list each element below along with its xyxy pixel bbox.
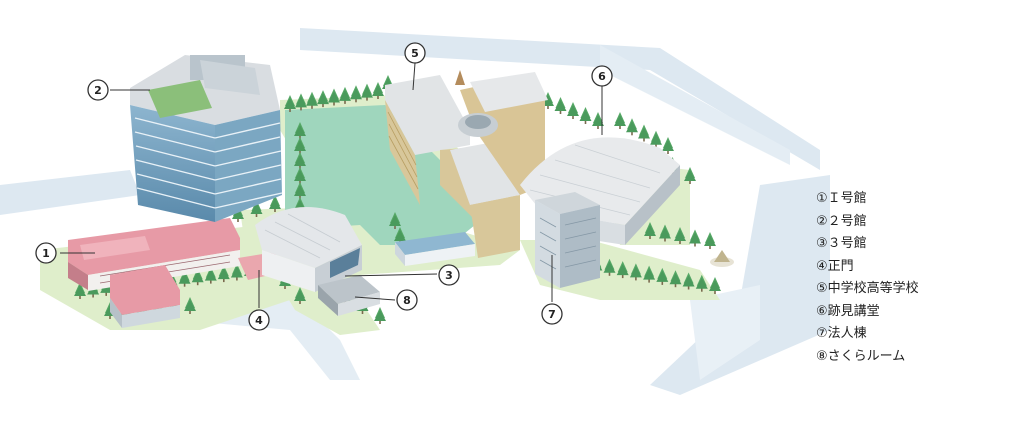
- marker-label: 8: [403, 294, 411, 307]
- marker-1[interactable]: 1: [35, 242, 57, 264]
- plaza-ornament: [710, 250, 734, 267]
- marker-5[interactable]: 5: [404, 42, 426, 64]
- tree: [567, 102, 579, 119]
- tree: [614, 112, 626, 129]
- legend-item-2: ②２号館: [816, 213, 867, 229]
- building-7: [535, 192, 600, 288]
- building-8: [318, 275, 380, 316]
- marker-label: 5: [411, 47, 419, 60]
- building-5: [385, 70, 548, 258]
- marker-6[interactable]: 6: [591, 65, 613, 87]
- marker-label: 4: [255, 314, 263, 327]
- tree: [554, 97, 567, 114]
- building-1: [68, 218, 240, 328]
- marker-4[interactable]: 4: [248, 309, 270, 331]
- central-courtyard: [285, 105, 475, 245]
- marker-label: 3: [445, 269, 453, 282]
- building-3: [255, 207, 362, 292]
- legend-item-6: ⑥跡見講堂: [816, 303, 880, 319]
- tree: [689, 229, 701, 247]
- leader-lines: [60, 62, 603, 308]
- marker-8[interactable]: 8: [396, 289, 418, 311]
- legend-item-3: ③３号館: [816, 236, 867, 251]
- map-markers: 2 1 4 3 8 5 6 7: [35, 42, 613, 331]
- marker-label: 6: [598, 70, 606, 83]
- building-2: [130, 55, 283, 222]
- legend-item-7: ⑦法人棟: [816, 326, 867, 341]
- tree: [374, 307, 386, 324]
- legend-item-4: ④正門: [816, 258, 854, 274]
- legend-item-5: ⑤中学校高等学校: [816, 281, 919, 296]
- marker-label: 7: [548, 308, 556, 321]
- legend-item-1: ①Ｉ号館: [816, 191, 867, 206]
- marker-3[interactable]: 3: [438, 264, 460, 286]
- legend-item-8: ⑧さくらルーム: [816, 348, 906, 364]
- annex-building: [395, 232, 475, 266]
- tree: [626, 118, 638, 136]
- marker-label: 2: [94, 84, 102, 97]
- building-legend: ①Ｉ号館 ②２号館 ③３号館 ④正門 ⑤中学校高等学校 ⑥跡見講堂 ⑦法人棟 ⑧…: [816, 188, 919, 368]
- marker-2[interactable]: 2: [87, 79, 109, 101]
- tree: [579, 107, 592, 124]
- marker-7[interactable]: 7: [541, 303, 563, 325]
- marker-label: 1: [42, 247, 50, 260]
- tree: [638, 124, 650, 142]
- tree: [704, 232, 716, 249]
